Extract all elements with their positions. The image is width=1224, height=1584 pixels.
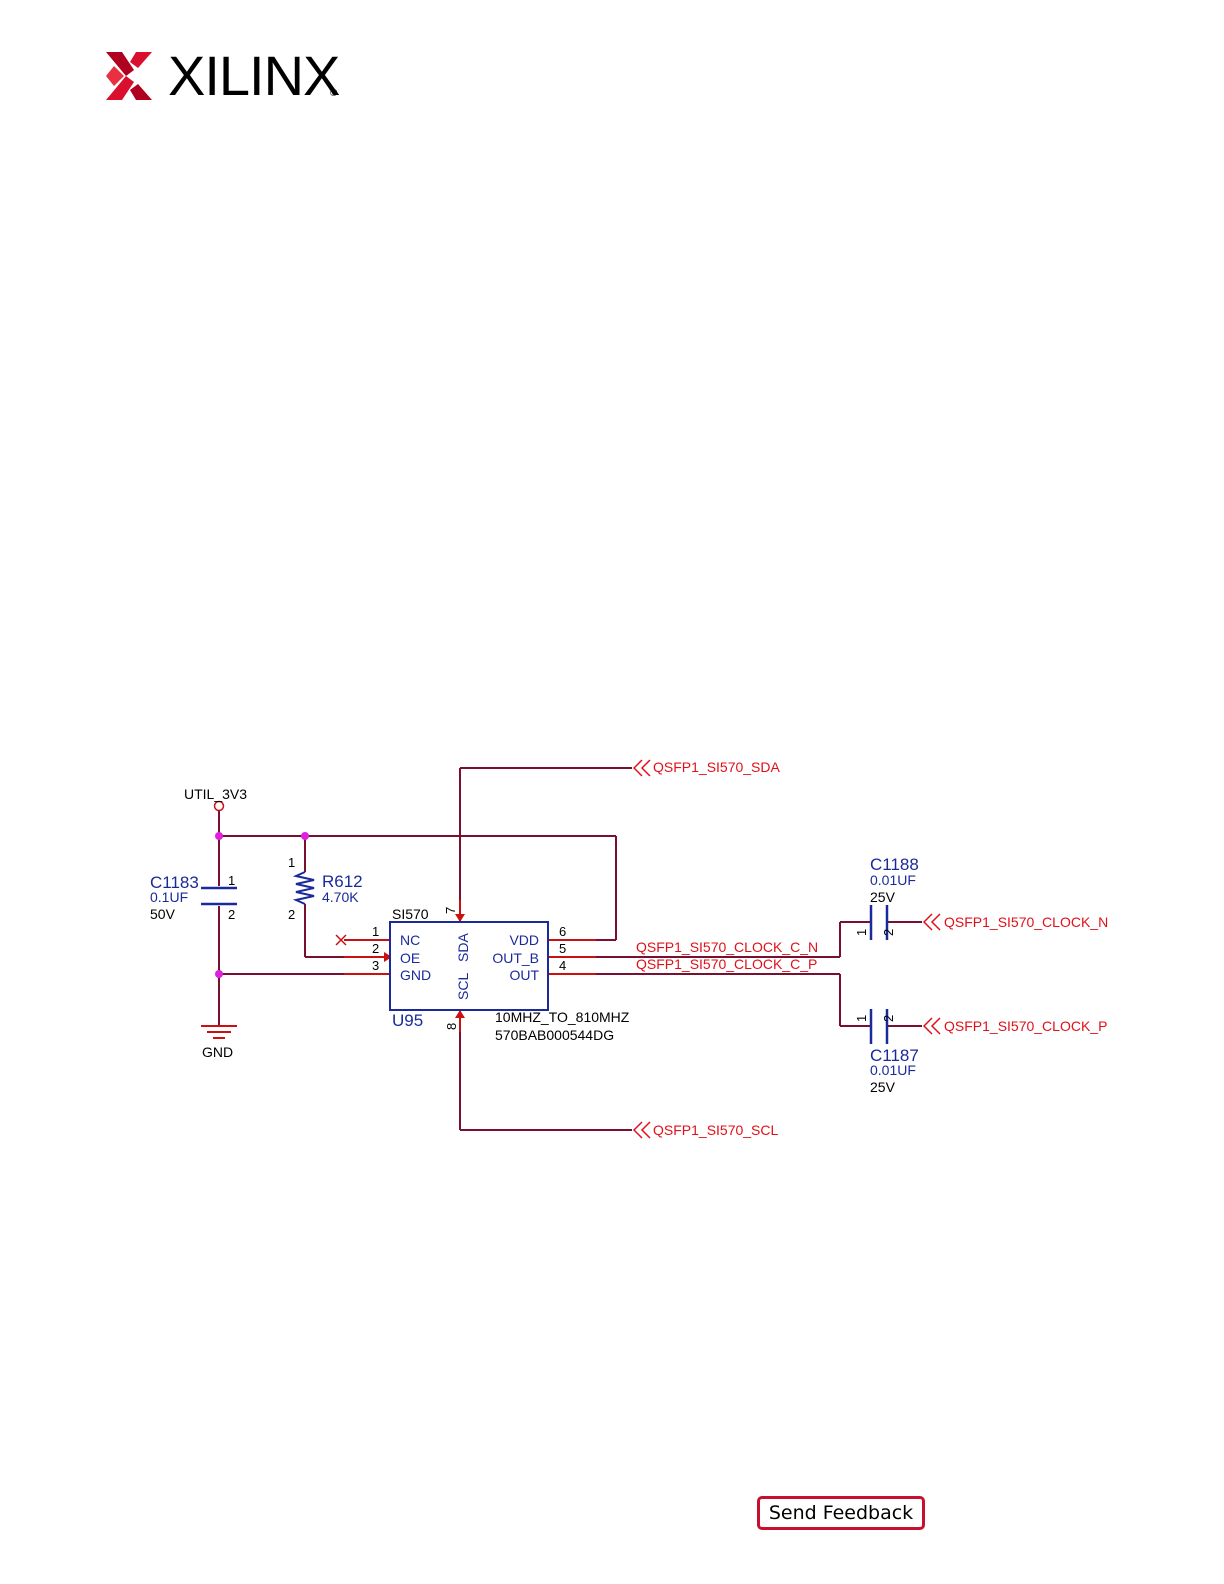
net-scl-label: QSFP1_SI570_SCL bbox=[653, 1122, 779, 1138]
send-feedback-button[interactable]: Send Feedback bbox=[757, 1496, 925, 1530]
c1187-voltage: 25V bbox=[870, 1079, 896, 1095]
junction-dot bbox=[215, 970, 223, 978]
u95-pin-name: OE bbox=[400, 950, 420, 966]
r612-pin1: 1 bbox=[288, 855, 295, 870]
power-net-label: UTIL_3V3 bbox=[184, 786, 247, 802]
ground-icon bbox=[201, 1025, 237, 1039]
u95-pin-num: 8 bbox=[444, 1023, 459, 1030]
u95-pin-num: 7 bbox=[443, 907, 458, 914]
power-port-icon bbox=[213, 800, 225, 812]
offpage-sda-icon bbox=[632, 759, 643, 777]
junction-dot bbox=[215, 832, 223, 840]
net-sda-label: QSFP1_SI570_SDA bbox=[653, 759, 781, 775]
capacitor-c1183-icon bbox=[201, 886, 237, 906]
c1187-ref: C1187 bbox=[870, 1046, 919, 1065]
junction-dot bbox=[301, 832, 309, 840]
oe-input-arrow-icon bbox=[384, 952, 392, 962]
capacitor-c1187-icon bbox=[869, 1009, 889, 1044]
offpage-clock-n-icon bbox=[922, 913, 933, 931]
offpage-scl-icon bbox=[632, 1121, 643, 1139]
c1183-pin2: 2 bbox=[228, 907, 235, 922]
net-clock-n-label: QSFP1_SI570_CLOCK_N bbox=[944, 914, 1108, 930]
u95-pin-name: VDD bbox=[509, 932, 539, 948]
c1187-pin2: 2 bbox=[881, 1015, 896, 1022]
net-clock-c-p-label: QSFP1_SI570_CLOCK_C_P bbox=[636, 956, 817, 972]
u95-pin-num: 4 bbox=[559, 958, 566, 973]
c1188-voltage: 25V bbox=[870, 889, 896, 905]
c1187-pin1: 1 bbox=[854, 1015, 869, 1022]
c1188-pin2: 2 bbox=[881, 929, 896, 936]
u95-body bbox=[389, 921, 549, 1011]
u95-pin-name: GND bbox=[400, 967, 431, 983]
net-clock-p-label: QSFP1_SI570_CLOCK_P bbox=[944, 1018, 1107, 1034]
xilinx-logo-mark-icon bbox=[106, 52, 152, 100]
u95-part-number: 570BAB000544DG bbox=[495, 1027, 614, 1043]
offpage-clock-p-icon bbox=[922, 1017, 933, 1035]
u95-pin-name: SDA bbox=[455, 933, 471, 962]
u95-pin-num: 2 bbox=[372, 941, 379, 956]
c1187-value: 0.01UF bbox=[870, 1062, 916, 1078]
sda-arrow-icon bbox=[455, 914, 465, 922]
u95-pin-num: 6 bbox=[559, 924, 566, 939]
u95-pin-num: 5 bbox=[559, 941, 566, 956]
u95-pin-name: OUT_B bbox=[492, 950, 539, 966]
registered-mark: ® bbox=[330, 88, 338, 99]
resistor-r612-icon bbox=[292, 871, 315, 905]
u95-pin-name: SCL bbox=[455, 973, 471, 1000]
c1188-value: 0.01UF bbox=[870, 872, 916, 888]
u95-pin-num: 3 bbox=[372, 958, 379, 973]
u95-pin-num: 1 bbox=[372, 924, 379, 939]
u95-part: SI570 bbox=[392, 906, 429, 922]
c1188-pin1: 1 bbox=[854, 929, 869, 936]
r612-ref: R612 bbox=[322, 872, 363, 891]
u95-pin-name: NC bbox=[400, 932, 420, 948]
c1183-ref: C1183 bbox=[150, 873, 199, 892]
r612-pin2: 2 bbox=[288, 907, 295, 922]
capacitor-c1188-icon bbox=[869, 905, 889, 940]
c1183-value: 0.1UF bbox=[150, 889, 188, 905]
c1188-ref: C1188 bbox=[870, 855, 919, 874]
u95-pin-name: OUT bbox=[509, 967, 539, 983]
u95-freq: 10MHZ_TO_810MHZ bbox=[495, 1009, 630, 1025]
xilinx-logo-text: XILINX bbox=[168, 44, 340, 107]
r612-value: 4.70K bbox=[322, 889, 359, 905]
c1183-pin1: 1 bbox=[228, 873, 235, 888]
ground-net-label: GND bbox=[202, 1044, 233, 1060]
scl-arrow-icon bbox=[455, 1010, 465, 1018]
net-clock-c-n-label: QSFP1_SI570_CLOCK_C_N bbox=[636, 939, 818, 955]
c1183-voltage: 50V bbox=[150, 906, 176, 922]
u95-ref: U95 bbox=[392, 1011, 423, 1030]
